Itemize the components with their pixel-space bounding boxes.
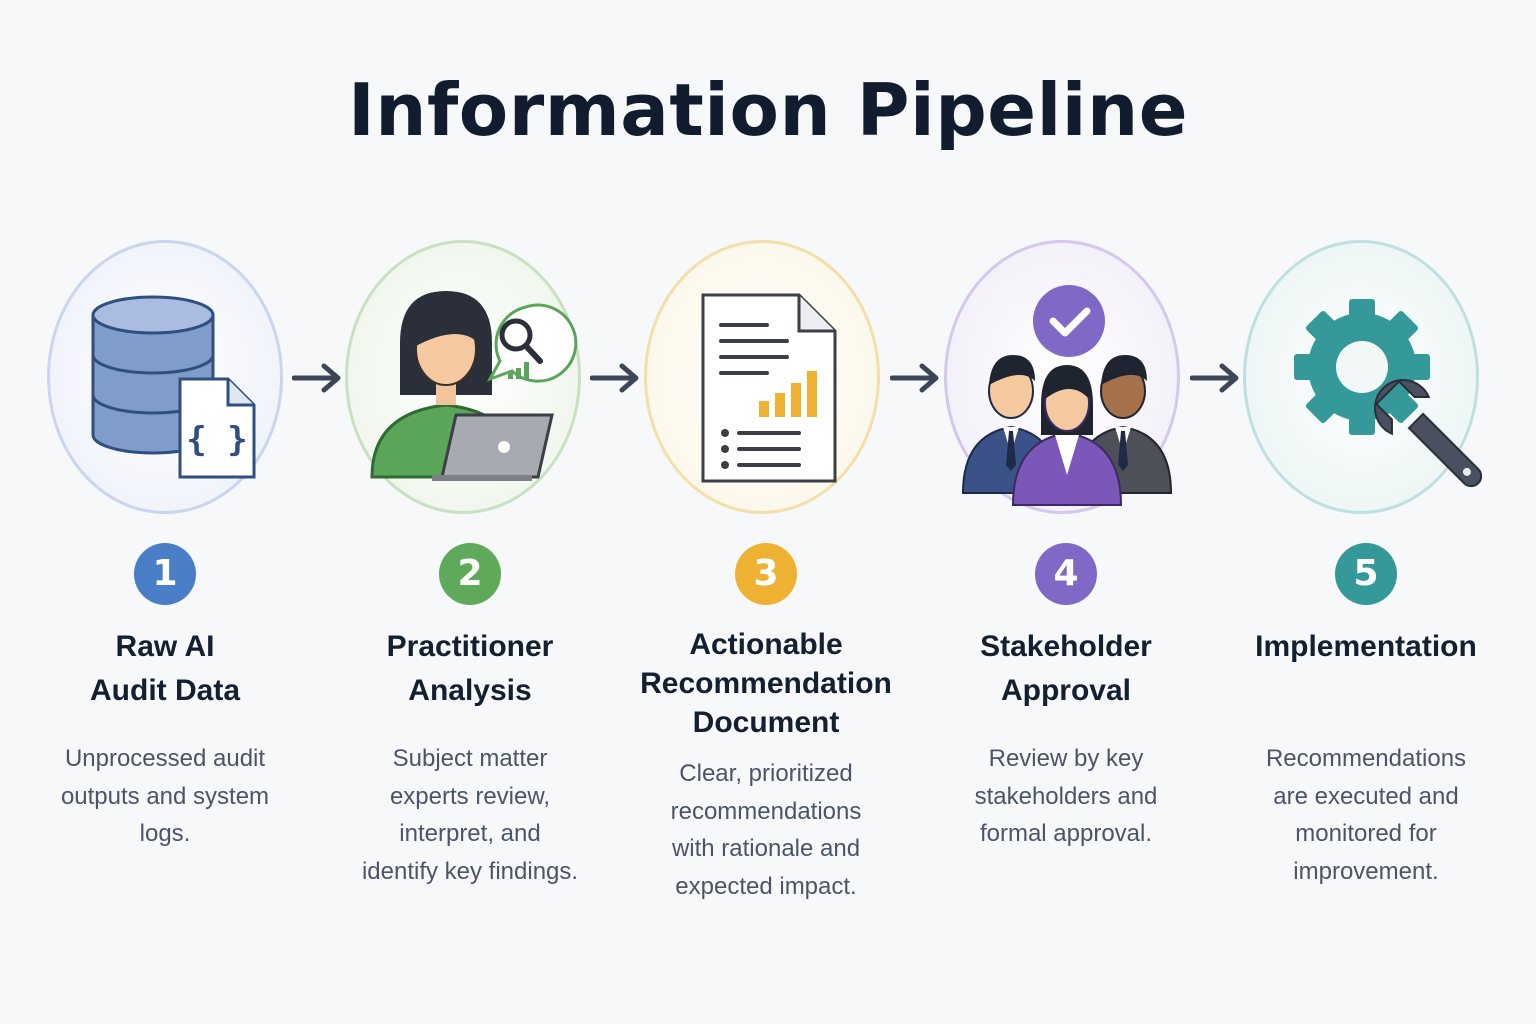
step-heading-line: Recommendation bbox=[640, 667, 892, 700]
step-description-line: stakeholders and bbox=[974, 782, 1158, 810]
step-number-badge: 4 bbox=[1035, 543, 1097, 605]
step-heading: Implementation bbox=[1221, 625, 1511, 669]
step-heading-line: Analysis bbox=[408, 674, 532, 707]
step-2-illustration bbox=[345, 240, 581, 514]
step-description-line: identify key findings. bbox=[361, 857, 579, 885]
step-heading-line: Raw AI bbox=[115, 630, 215, 663]
step-description-line: Unprocessed audit bbox=[64, 745, 266, 772]
step-3-illustration bbox=[644, 240, 880, 514]
step-4: 4 Stakeholder Approval Review by key sta… bbox=[921, 543, 1211, 847]
flow-arrow-1-2 bbox=[292, 363, 341, 393]
report-document-chart-icon bbox=[701, 293, 837, 483]
step-description-line: experts review, bbox=[389, 782, 551, 810]
step-description-line: are executed and bbox=[1273, 782, 1459, 810]
step-description-line: Clear, prioritized bbox=[679, 760, 853, 787]
gear-wrench-icon bbox=[1294, 299, 1482, 488]
step-3: 3 Actionable Recommendation Document Cle… bbox=[621, 543, 911, 900]
flow-arrow-2-3 bbox=[590, 363, 639, 393]
step-description-line: with rationale and bbox=[671, 835, 861, 862]
step-heading: Actionable Recommendation Document bbox=[621, 625, 911, 742]
step-description-line: improvement. bbox=[1293, 857, 1439, 885]
step-description-line: outputs and system bbox=[60, 782, 270, 810]
page-title: Information Pipeline bbox=[347, 68, 1189, 152]
step-heading-line: Document bbox=[692, 706, 840, 739]
step-4-illustration bbox=[944, 240, 1180, 514]
svg-text:{ }: { } bbox=[186, 420, 247, 460]
step-number-badge: 1 bbox=[134, 543, 196, 605]
step-2: 2 Practitioner Analysis Subject matter e… bbox=[325, 543, 615, 885]
step-number-badge: 3 bbox=[735, 543, 797, 605]
step-description: Subject matter experts review, interpret… bbox=[325, 740, 615, 890]
step-heading-line: Stakeholder bbox=[980, 630, 1152, 663]
step-heading: Stakeholder Approval bbox=[921, 625, 1211, 713]
step-1-illustration: { } bbox=[47, 240, 283, 514]
step-heading: Practitioner Analysis bbox=[325, 625, 615, 713]
step-heading-line: Practitioner bbox=[386, 630, 554, 663]
step-number-badge: 5 bbox=[1335, 543, 1397, 605]
step-number-badge: 2 bbox=[439, 543, 501, 605]
flow-arrow-4-5 bbox=[1190, 363, 1239, 393]
step-description-line: interpret, and bbox=[399, 820, 541, 847]
step-description-line: logs. bbox=[139, 820, 191, 847]
step-description-line: recommendations bbox=[670, 797, 862, 825]
step-heading-line: Actionable bbox=[689, 628, 843, 661]
step-heading-line: Implementation bbox=[1255, 630, 1477, 663]
step-description: Recommendations are executed and monitor… bbox=[1221, 740, 1511, 890]
step-heading: Raw AI Audit Data bbox=[20, 625, 310, 713]
step-description-line: Review by key bbox=[988, 745, 1144, 772]
step-description: Clear, prioritized recommendations with … bbox=[621, 755, 911, 905]
step-1: 1 Raw AI Audit Data Unprocessed audit ou… bbox=[20, 543, 310, 847]
step-description-line: formal approval. bbox=[979, 820, 1153, 847]
step-heading-line: Approval bbox=[1000, 674, 1132, 707]
database-code-file-icon: { } bbox=[91, 295, 256, 479]
step-heading-line: Audit Data bbox=[90, 674, 240, 707]
step-description-line: Subject matter bbox=[392, 745, 548, 772]
step-description: Review by key stakeholders and formal ap… bbox=[921, 740, 1211, 853]
analyst-laptop-magnifier-icon bbox=[370, 291, 578, 481]
stakeholders-checkmark-icon bbox=[961, 285, 1173, 506]
step-description-line: monitored for bbox=[1295, 820, 1437, 847]
step-5-illustration bbox=[1243, 240, 1482, 514]
step-description-line: Recommendations bbox=[1265, 745, 1467, 772]
step-description-line: expected impact. bbox=[675, 872, 857, 900]
flow-arrow-3-4 bbox=[890, 363, 939, 393]
step-description: Unprocessed audit outputs and system log… bbox=[20, 740, 310, 853]
step-5: 5 Implementation Recommendations are exe… bbox=[1221, 543, 1511, 885]
